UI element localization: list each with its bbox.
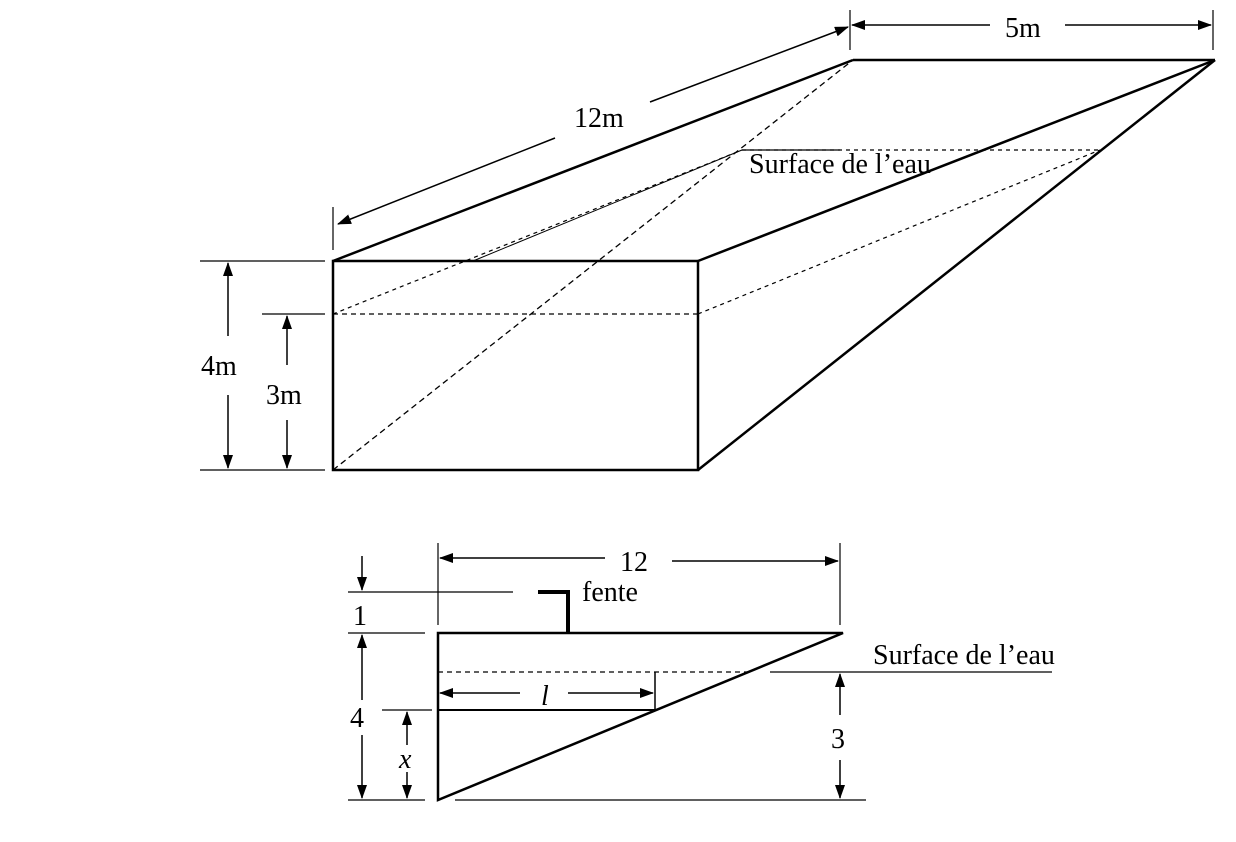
dim-len-label: 12 bbox=[620, 547, 648, 578]
water-surface-label-bottom: Surface de l’eau bbox=[873, 640, 1055, 671]
top-right-edge bbox=[697, 58, 1216, 263]
dim-depth-label: 3m bbox=[266, 380, 302, 411]
slot-shape bbox=[538, 590, 570, 633]
surface-label-leader2 bbox=[472, 149, 743, 262]
dim-width-label: 5m bbox=[1005, 13, 1041, 44]
dim-d-label: 3 bbox=[831, 724, 845, 755]
slot-label: fente bbox=[582, 577, 638, 608]
dim-h-label: 4 bbox=[350, 703, 364, 734]
water-line-right bbox=[697, 149, 1101, 315]
dim-length-arrow-b bbox=[649, 26, 849, 103]
cross-section-figure bbox=[348, 543, 1052, 802]
sloped-bottom-edge bbox=[697, 59, 1216, 471]
dim-length-label: 12m bbox=[574, 103, 624, 134]
water-line-left bbox=[332, 149, 743, 315]
dim-height-label: 4m bbox=[201, 351, 237, 382]
front-face bbox=[331, 259, 700, 472]
hidden-sloped-edge bbox=[332, 59, 854, 471]
top-left-edge bbox=[332, 58, 854, 263]
var-x-label: x bbox=[398, 744, 412, 775]
trough-3d-figure bbox=[200, 10, 1216, 472]
triangle-section bbox=[436, 631, 844, 802]
var-l-label: l bbox=[541, 681, 549, 712]
dim-length-arrow-a bbox=[337, 137, 556, 225]
dim-gap-label: 1 bbox=[353, 601, 367, 632]
water-surface-label-top: Surface de l’eau bbox=[749, 149, 931, 180]
